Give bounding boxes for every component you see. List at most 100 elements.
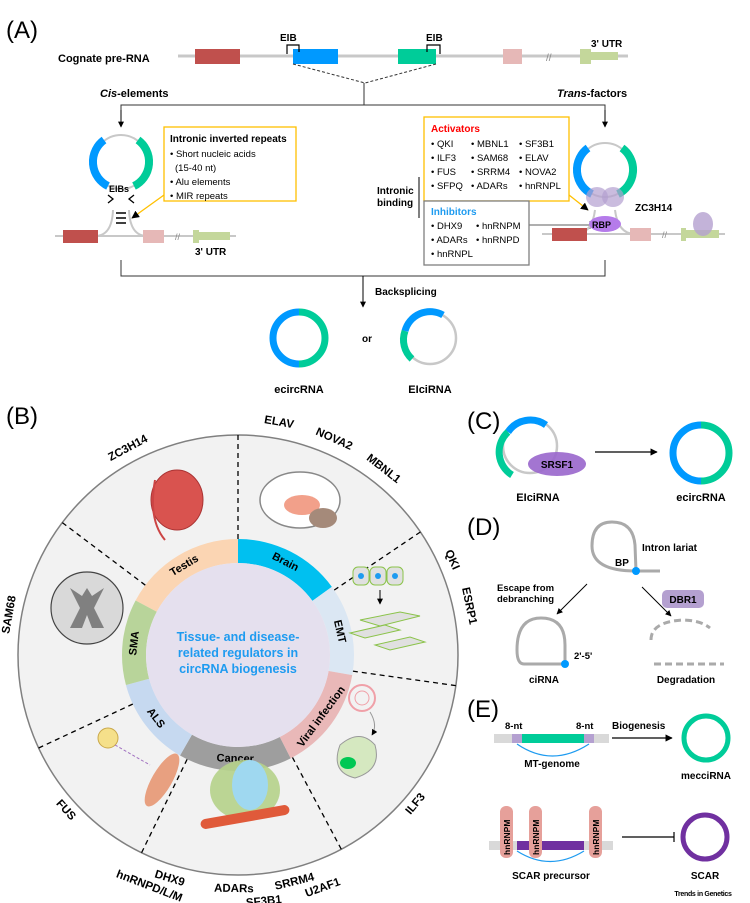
segment-label: SMA — [127, 630, 142, 656]
c-ecircrna-ring — [669, 421, 733, 485]
inhibitors-list: • DHX9 • ADARs • hnRNPL • hnRNPM • hnRNP… — [431, 221, 521, 260]
meccirna-label: mecciRNA — [681, 771, 731, 782]
regulator-label: SAM68 — [0, 594, 19, 634]
zc3h14-label: ZC3H14 — [635, 203, 673, 214]
degradation-label: Degradation — [657, 675, 715, 686]
exon-green — [398, 49, 436, 64]
wheel-center-text: circRNA biogenesis — [179, 662, 297, 676]
c-eicirna-label: EIciRNA — [516, 492, 559, 504]
regulator-label: QKI — [442, 548, 461, 572]
panel-c-label: (C) — [467, 408, 500, 435]
panel-b-label: (B) — [6, 403, 38, 430]
utr-left-label: 3' UTR — [195, 247, 227, 258]
hnrnpm-label: hnRNPM — [591, 820, 601, 855]
utr-start — [580, 49, 591, 64]
inhibitors-box — [423, 200, 530, 266]
svg-text://: // — [662, 230, 668, 240]
testis-icon — [150, 469, 204, 541]
activators-box — [423, 116, 570, 202]
merge-line — [120, 260, 606, 277]
svg-text:• MBNL1: • MBNL1 — [471, 139, 509, 150]
activators-pointer-arrow — [568, 194, 589, 211]
scar-label: SCAR — [691, 871, 720, 882]
svg-text:• hnRNPM: • hnRNPM — [476, 221, 521, 232]
wheel-center-text: related regulators in — [178, 646, 298, 660]
branch-point-dot — [632, 567, 640, 575]
cis-hairpin-structure: // — [55, 134, 236, 243]
hnrnpm-proteins — [500, 806, 602, 858]
scar-precursor-label: SCAR precursor — [512, 871, 590, 882]
eib-bracket-left — [286, 44, 300, 54]
panel-a-label: (A) — [6, 17, 38, 44]
svg-text:• hnRNPL: • hnRNPL — [431, 249, 473, 260]
nt-left-label: 8-nt — [505, 721, 523, 732]
mt-circ-region — [522, 734, 584, 743]
intron-lariat-label: Intron lariat — [642, 543, 698, 554]
backsplicing-label: Backsplicing — [375, 287, 437, 298]
hnrnpm-label: hnRNPM — [531, 820, 541, 855]
repeats-title: Intronic inverted repeats — [170, 134, 287, 145]
hnrnpm-label: hnRNPM — [502, 820, 512, 855]
svg-text:• SFPQ: • SFPQ — [431, 181, 463, 192]
dbr1-label: DBR1 — [669, 595, 697, 606]
escape-label: debranching — [497, 594, 554, 605]
escape-label: Escape from — [497, 583, 554, 594]
activators-title: Activators — [431, 124, 480, 135]
intronic-binding-label: binding — [377, 198, 413, 209]
tumor-icon — [200, 760, 290, 829]
svg-text:• NOVA2: • NOVA2 — [519, 167, 556, 178]
svg-text:• ADARs: • ADARs — [471, 181, 508, 192]
nt-right-label: 8-nt — [576, 721, 594, 732]
trans-rbp-structure: // — [542, 142, 725, 241]
svg-text:• hnRNPL: • hnRNPL — [519, 181, 561, 192]
svg-text:• FUS: • FUS — [431, 167, 456, 178]
segment-sma — [122, 600, 157, 686]
repeats-item: (15-40 nt) — [175, 163, 216, 174]
repeats-item: • MIR repeats — [170, 191, 228, 202]
segment-label: EMT — [331, 619, 348, 645]
srsf1-protein — [528, 452, 586, 476]
spinal-cord-icon — [50, 571, 124, 645]
segment-emt — [312, 586, 354, 676]
bp-label: BP — [615, 558, 629, 569]
regulator-label: ESRP1 — [459, 586, 479, 626]
c-ecircrna-label: ecircRNA — [676, 492, 726, 504]
repeats-item: • Short nucleic acids — [170, 149, 256, 160]
utr-label: 3' UTR — [591, 39, 623, 50]
emt-cells-icon — [348, 566, 427, 651]
8nt-right — [584, 734, 594, 743]
rbp-label: RBP — [592, 220, 611, 230]
scar-ring — [680, 812, 730, 862]
svg-text:• ADARs: • ADARs — [431, 235, 468, 246]
svg-text://: // — [175, 232, 181, 242]
regulator-label: ADARs — [214, 883, 254, 896]
linkage-label: 2'-5' — [574, 651, 592, 662]
svg-text:• SAM68: • SAM68 — [471, 153, 508, 164]
srsf1-label: SRSF1 — [541, 460, 574, 471]
eicirna-label: EIciRNA — [408, 384, 451, 396]
mt-pairing-arc — [516, 743, 590, 757]
eib-left-label: EIB — [280, 33, 297, 44]
panel-d-label: (D) — [467, 514, 500, 541]
regulator-label: SF3B1 — [245, 894, 282, 903]
segment-als — [125, 678, 192, 756]
regulator-label: NOVA2 — [314, 426, 354, 453]
eicirna-c-ring — [495, 416, 559, 478]
wheel-center-text: Tissue- and disease- — [177, 630, 300, 644]
cognate-pre-rna-label: Cognate pre-RNA — [58, 53, 150, 65]
eicirna-ring — [400, 308, 458, 366]
mt-genome-label: MT-genome — [524, 759, 580, 770]
eib-right-label: EIB — [426, 33, 443, 44]
eib-bracket-right — [426, 44, 441, 54]
break-mark-icon: // — [546, 53, 552, 64]
exon-red — [195, 49, 240, 64]
wheel-center — [146, 563, 330, 747]
cirna-loop — [515, 616, 567, 666]
svg-text:• SRRM4: • SRRM4 — [471, 167, 510, 178]
inhibitor-bar-line — [529, 221, 591, 229]
ecircrna-label: ecircRNA — [274, 384, 324, 396]
scar-pairing-arc — [516, 850, 585, 862]
zoom-dashed-lines — [292, 63, 437, 84]
